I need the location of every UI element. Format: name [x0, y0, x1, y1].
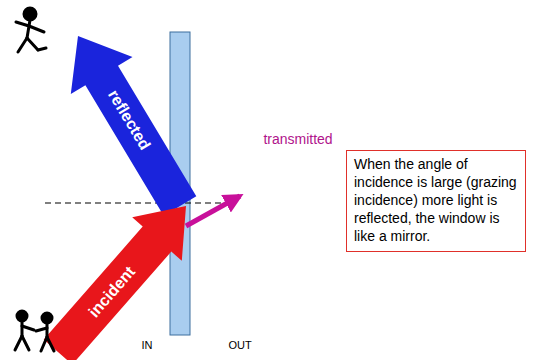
- normal-line: [45, 202, 236, 203]
- side-label: OUT: [228, 339, 251, 351]
- arrow-label: transmitted: [263, 131, 332, 147]
- note-box: When the angle of incidence is large (gr…: [346, 150, 526, 252]
- incident-arrow: [44, 206, 186, 360]
- note-text: When the angle of incidence is large (gr…: [354, 155, 518, 245]
- reflected-arrow: [71, 36, 197, 216]
- stick-figures-pair: [15, 311, 54, 351]
- transmitted-arrow: [186, 196, 240, 226]
- side-label: IN: [142, 339, 153, 351]
- stick-figure: [16, 8, 46, 52]
